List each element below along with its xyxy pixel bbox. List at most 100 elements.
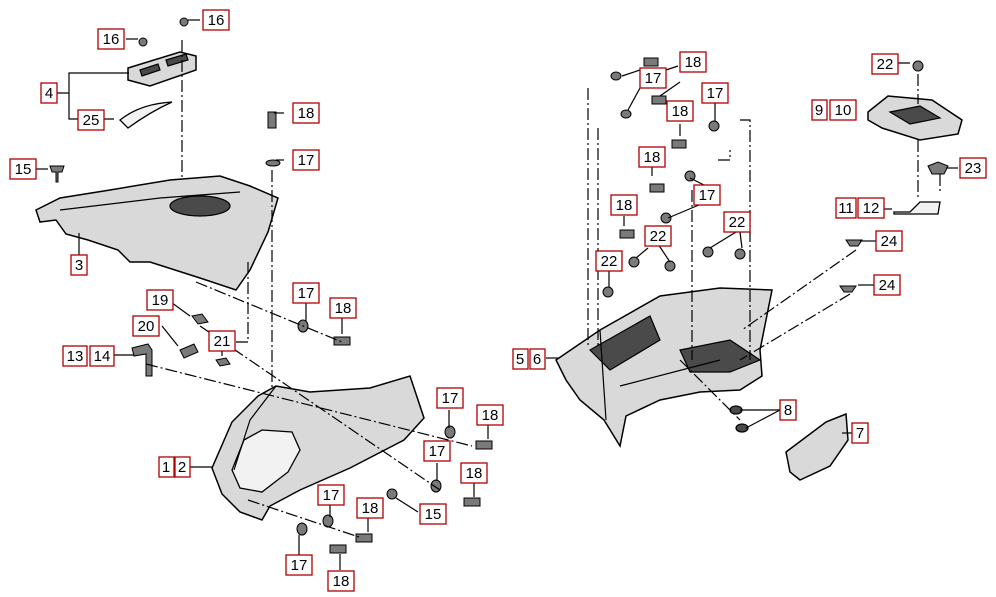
- svg-text:18: 18: [362, 500, 379, 517]
- svg-text:18: 18: [335, 300, 352, 317]
- callout-14: 14: [89, 345, 115, 367]
- callout-4: 4: [40, 82, 58, 104]
- callout-22c: 22: [595, 250, 623, 272]
- part-9-10-carrier: [867, 95, 963, 141]
- callout-15b: 15: [419, 503, 447, 525]
- clip-13-14: [131, 343, 153, 377]
- svg-text:23: 23: [965, 160, 982, 177]
- callout-16a: 16: [97, 28, 125, 50]
- svg-text:16: 16: [208, 12, 225, 29]
- part-5-6-floor-tray: [555, 287, 773, 449]
- svg-text:25: 25: [83, 112, 100, 129]
- plug-24b: [839, 285, 857, 293]
- svg-text:17: 17: [429, 443, 446, 460]
- part-1-2-side-panel: [211, 375, 425, 521]
- screw-15-left: [49, 165, 65, 183]
- callout-18g: 18: [679, 51, 707, 73]
- svg-text:20: 20: [138, 318, 155, 335]
- callout-1: 1: [158, 456, 175, 478]
- callout-21: 21: [208, 330, 236, 352]
- screw-18-upper: [267, 111, 277, 129]
- callout-18i: 18: [638, 146, 666, 168]
- callout-12: 12: [857, 197, 885, 219]
- svg-text:17: 17: [707, 85, 724, 102]
- callout-17c: 17: [436, 387, 464, 409]
- svg-text:5: 5: [516, 351, 524, 368]
- part-3-cover: [35, 175, 279, 291]
- svg-text:3: 3: [75, 257, 83, 274]
- callout-22a: 22: [723, 211, 751, 233]
- svg-text:9: 9: [815, 102, 823, 119]
- callout-17a: 17: [292, 149, 320, 171]
- callout-18e: 18: [356, 497, 384, 519]
- part-19: [191, 313, 209, 325]
- washer-17-upper: [265, 159, 281, 167]
- svg-text:18: 18: [616, 197, 633, 214]
- leader-lines-right: [546, 62, 958, 434]
- callout-25: 25: [77, 109, 105, 131]
- svg-text:18: 18: [298, 105, 315, 122]
- callout-2: 2: [174, 456, 191, 478]
- callout-22d: 22: [871, 53, 899, 75]
- svg-text:1: 1: [162, 459, 170, 476]
- svg-text:22: 22: [729, 214, 746, 231]
- hardware-right-group: [602, 57, 746, 298]
- svg-text:18: 18: [644, 149, 661, 166]
- svg-text:22: 22: [650, 228, 667, 245]
- callout-3: 3: [70, 254, 88, 276]
- callout-17d: 17: [423, 440, 451, 462]
- svg-text:22: 22: [601, 253, 618, 270]
- callout-17b: 17: [292, 282, 320, 304]
- grommet-8b: [735, 423, 749, 433]
- callout-17i: 17: [693, 184, 721, 206]
- svg-text:6: 6: [533, 351, 541, 368]
- svg-text:17: 17: [291, 557, 308, 574]
- svg-text:15: 15: [425, 506, 442, 523]
- callout-18b: 18: [329, 297, 357, 319]
- part-7-lid: [785, 412, 849, 481]
- bracket-11-12: [893, 201, 941, 215]
- svg-text:12: 12: [863, 200, 880, 217]
- screw-20: [179, 343, 199, 359]
- svg-text:18: 18: [466, 465, 483, 482]
- callout-18c: 18: [476, 404, 504, 426]
- svg-text:21: 21: [214, 333, 231, 350]
- svg-text:22: 22: [877, 56, 894, 73]
- callout-6: 6: [529, 348, 546, 370]
- callout-18f: 18: [327, 570, 355, 592]
- callout-23: 23: [959, 157, 987, 179]
- callout-19: 19: [146, 289, 174, 311]
- callout-13: 13: [62, 345, 88, 367]
- callout-20: 20: [132, 315, 160, 337]
- svg-text:24: 24: [881, 233, 898, 250]
- screw-15-lower: [386, 488, 398, 500]
- svg-text:17: 17: [442, 390, 459, 407]
- callouts: 16 16 4 25 18 17 15 3 19 20 21 13 14 17 …: [9, 9, 987, 592]
- svg-text:17: 17: [645, 70, 662, 87]
- svg-text:18: 18: [333, 573, 350, 590]
- callout-24a: 24: [875, 230, 903, 252]
- svg-text:7: 7: [856, 425, 864, 442]
- callout-17f: 17: [285, 554, 313, 576]
- callout-24b: 24: [873, 274, 901, 296]
- part-4-bracket: [127, 17, 197, 87]
- callout-17e: 17: [317, 484, 345, 506]
- callout-18j: 18: [610, 194, 638, 216]
- svg-text:8: 8: [784, 402, 792, 419]
- svg-text:4: 4: [45, 85, 53, 102]
- callout-22b: 22: [644, 225, 672, 247]
- nut-22-carrier: [912, 60, 924, 72]
- svg-text:18: 18: [685, 54, 702, 71]
- callout-8: 8: [779, 399, 797, 421]
- svg-text:18: 18: [482, 407, 499, 424]
- plug-24a: [845, 239, 863, 247]
- callout-18h: 18: [666, 100, 694, 122]
- callout-10: 10: [829, 99, 857, 121]
- svg-text:16: 16: [103, 31, 120, 48]
- callout-15a: 15: [9, 158, 37, 180]
- leader-lines-left: [36, 19, 489, 570]
- callout-7: 7: [851, 422, 869, 444]
- svg-text:2: 2: [178, 459, 186, 476]
- svg-text:24: 24: [879, 277, 896, 294]
